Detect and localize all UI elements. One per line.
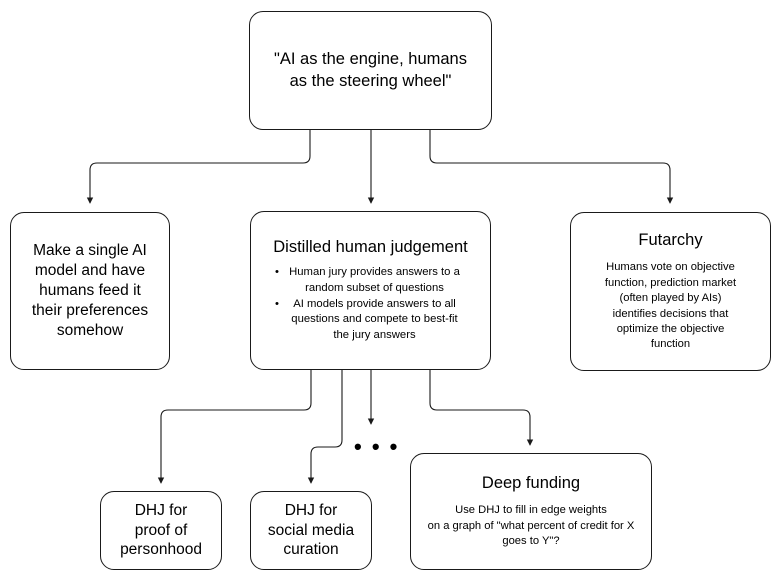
node-root-title: "AI as the engine, humans as the steerin… — [274, 50, 467, 90]
node-deep-funding-title: Deep funding — [481, 474, 581, 493]
node-distilled-human-judgement[interactable]: Distilled human judgement Human jury pro… — [250, 211, 491, 370]
node-futarchy[interactable]: Futarchy Humans vote on objective functi… — [570, 212, 771, 371]
edge-root-to-futarchy — [429, 130, 674, 204]
node-dhj-proof-of-personhood-title: DHJ for proof of personhood — [120, 501, 202, 559]
node-dhj-social-media-curation-title: DHJ for social media curation — [267, 501, 355, 559]
node-dhj-proof-of-personhood[interactable]: DHJ for proof of personhood — [100, 491, 222, 570]
edge-dhj-to-personhood — [157, 370, 312, 484]
node-dhj-social-media-curation[interactable]: DHJ for social media curation — [250, 491, 372, 570]
node-dhj-title: Distilled human judgement — [273, 238, 468, 257]
node-dhj-bullet: Human jury provides answers to a random … — [261, 265, 480, 296]
node-dhj-bullet: AI models provide answers to all questio… — [261, 297, 480, 343]
node-deep-funding[interactable]: Deep funding Use DHJ to fill in edge wei… — [410, 453, 652, 570]
node-deep-funding-body: Use DHJ to fill in edge weights on a gra… — [427, 504, 635, 548]
ellipsis-more-applications: • • • — [354, 434, 400, 459]
edge-dhj-to-deep-funding — [429, 370, 534, 446]
node-single-ai-body: Make a single AI model and have humans f… — [31, 241, 149, 340]
node-futarchy-title: Futarchy — [638, 231, 703, 250]
node-ai-engine-humans-steering-wheel[interactable]: "AI as the engine, humans as the steerin… — [249, 11, 492, 130]
edge-dhj-to-social-media — [307, 370, 343, 484]
edge-root-to-single-ai — [86, 130, 311, 204]
node-futarchy-body: Humans vote on objective function, predi… — [604, 261, 737, 351]
node-dhj-bullet-list: Human jury provides answers to a random … — [261, 265, 480, 344]
node-single-ai-model[interactable]: Make a single AI model and have humans f… — [10, 212, 170, 370]
